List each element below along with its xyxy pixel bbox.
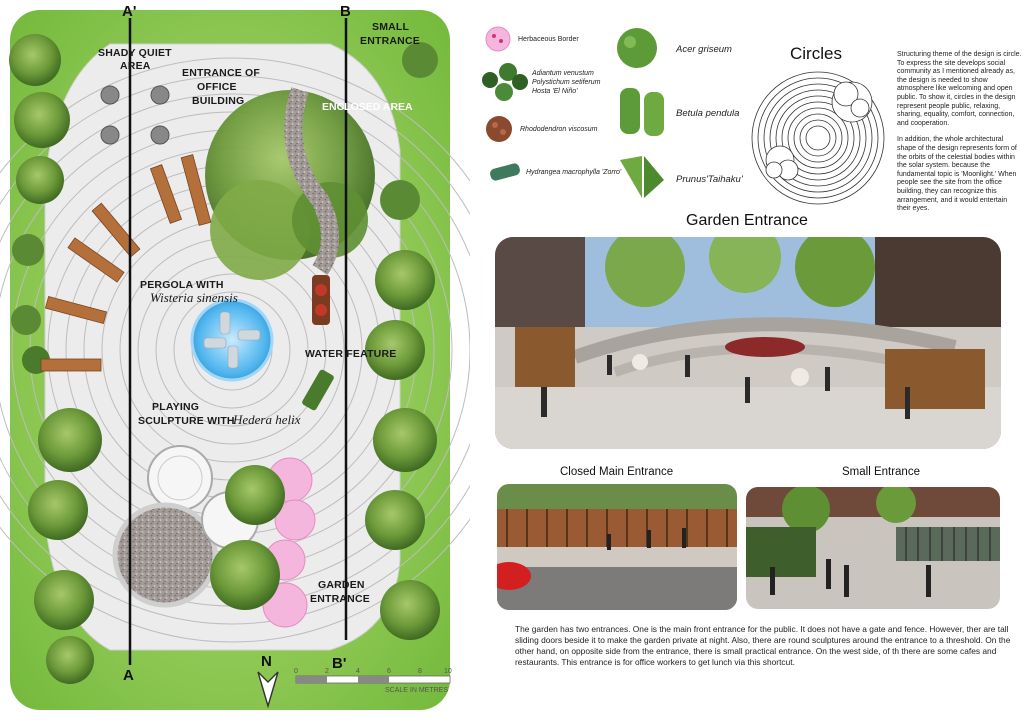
label-office-3: BUILDING bbox=[192, 95, 244, 107]
label-pergola-2: Wisteria sinensis bbox=[150, 290, 238, 305]
label-garden-entrance-2: ENTRANCE bbox=[310, 593, 370, 605]
section-b-top: B bbox=[340, 3, 351, 20]
garden-entrance-render bbox=[495, 237, 1001, 449]
small-entrance-title: Small Entrance bbox=[842, 466, 920, 478]
theme-para-1: Structuring theme of the design is circl… bbox=[897, 51, 1022, 127]
scale-caption: SCALE IN METRES bbox=[385, 687, 448, 694]
prunus-icon bbox=[620, 156, 664, 198]
north-letter: N bbox=[261, 653, 272, 670]
label-pergola-1: PERGOLA WITH bbox=[140, 279, 224, 291]
water-feature bbox=[190, 298, 274, 382]
label-playing-1: PLAYING bbox=[152, 401, 199, 413]
north-arrow: N bbox=[257, 653, 279, 709]
circles-diagram bbox=[751, 71, 885, 205]
legend-hydrangea: Hydrangea macrophylla 'Zorro' bbox=[488, 162, 621, 182]
label-playing-2: SCULPTURE WITH bbox=[138, 415, 235, 427]
legend-tree-prunus: Prunus'Taihaku' bbox=[676, 174, 743, 185]
hydrangea-icon bbox=[490, 163, 520, 181]
label-small-entrance-1: SMALL bbox=[372, 21, 410, 33]
herbaceous-icon bbox=[485, 26, 511, 52]
cafe-tables bbox=[100, 85, 170, 145]
section-b-bottom: B' bbox=[332, 655, 346, 672]
section-a-top: A' bbox=[122, 3, 136, 20]
playing-sculpture bbox=[112, 445, 259, 608]
scale-tick-4: 4 bbox=[356, 668, 360, 675]
label-garden-entrance-1: GARDEN bbox=[318, 579, 365, 591]
legend-fern-3: Hosta 'El Niño' bbox=[532, 87, 578, 95]
closed-main-render bbox=[497, 484, 737, 610]
enclosed-area-canopy bbox=[205, 87, 375, 280]
boundary-trees-right bbox=[365, 42, 440, 640]
garden-entrance-title: Garden Entrance bbox=[686, 212, 808, 229]
legend-rhododendron: Rhododendron viscosum bbox=[484, 114, 597, 144]
small-entrance-render bbox=[746, 487, 1000, 609]
section-a-bottom: A bbox=[123, 667, 134, 684]
label-shady-1: SHADY QUIET bbox=[98, 47, 172, 59]
rhododendron-icon bbox=[486, 116, 512, 142]
scale-bar: 0 2 4 6 8 10 SCALE IN METRES bbox=[294, 668, 452, 694]
theme-para-2: In addition, the whole architectural sha… bbox=[897, 136, 1017, 213]
label-small-entrance-2: ENTRANCE bbox=[360, 35, 420, 47]
circles-title: Circles bbox=[790, 44, 842, 63]
small-entrance-scene bbox=[746, 487, 1000, 609]
entrances-description: The garden has two entrances. One is the… bbox=[515, 624, 1011, 667]
legend-tree-betula: Betula pendula bbox=[676, 108, 740, 119]
legend-tree-acer: Acer griseum bbox=[676, 44, 732, 55]
fern-icon bbox=[482, 63, 528, 101]
site-plan: A' A B B' SHADY QUIET AREA ENTRANCE OF O… bbox=[0, 3, 470, 710]
legend-fern-2: Polystichum setiferum bbox=[532, 78, 601, 86]
shrubs-center bbox=[302, 275, 334, 411]
legend-rhododendron-label: Rhododendron viscosum bbox=[520, 125, 598, 133]
legend-hydrangea-label: Hydrangea macrophylla 'Zorro' bbox=[526, 168, 622, 176]
label-playing-3: Hedera helix bbox=[232, 412, 301, 427]
boundary-trees-left bbox=[9, 34, 102, 684]
label-water: WATER FEATURE bbox=[305, 348, 396, 360]
legend-herbaceous: Herbaceous Border bbox=[484, 25, 579, 53]
pergola-beams bbox=[40, 154, 212, 372]
legend-fern-1: Adiantum venustum bbox=[532, 69, 594, 77]
label-shady-2: AREA bbox=[120, 60, 151, 72]
label-office-2: OFFICE bbox=[197, 81, 237, 93]
betula-icon bbox=[620, 88, 664, 136]
scale-tick-8: 8 bbox=[418, 668, 422, 675]
closed-main-scene bbox=[497, 484, 737, 610]
label-enclosed: ENCLOSED AREA bbox=[322, 101, 413, 113]
closed-main-title: Closed Main Entrance bbox=[560, 466, 674, 478]
entrance-trees bbox=[210, 465, 285, 610]
legend-ferns: Adiantum venustum Polystichum setiferum … bbox=[478, 60, 600, 104]
label-office-1: ENTRANCE OF bbox=[182, 67, 260, 79]
scale-tick-0: 0 bbox=[294, 668, 298, 675]
scale-tick-2: 2 bbox=[325, 668, 329, 675]
acer-icon bbox=[617, 28, 657, 68]
scale-tick-10: 10 bbox=[444, 668, 452, 675]
legend-herbaceous-label: Herbaceous Border bbox=[518, 35, 579, 43]
scale-tick-6: 6 bbox=[387, 668, 391, 675]
theme-description: Structuring theme of the design is circl… bbox=[897, 51, 1022, 222]
garden-entrance-scene bbox=[495, 237, 1001, 449]
